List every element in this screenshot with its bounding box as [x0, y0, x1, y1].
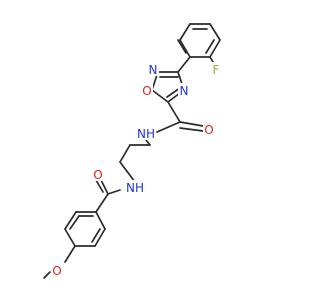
methoxy-oxygen-label: O	[52, 264, 61, 278]
oxadiazole-n4-label: N	[180, 84, 189, 98]
amide2-nh-atom: NH	[126, 180, 144, 195]
bond	[166, 87, 181, 98]
bond	[179, 23, 191, 41]
methoxy-oxygen-atom: O	[51, 263, 63, 278]
bond	[43, 271, 51, 279]
bond	[177, 56, 191, 73]
bond	[177, 39, 187, 54]
bond	[94, 228, 106, 247]
oxadiazole-n2-label: N	[149, 63, 158, 77]
amide1-oxygen-label: O	[204, 123, 213, 137]
bond	[91, 228, 101, 243]
fluorine-label: F	[213, 63, 220, 77]
amide1-oxygen-atom: O	[203, 122, 215, 137]
molecule-structure-diagram: F N O N O NH NH O	[43, 23, 222, 279]
atom-labels: F N O N O NH NH O	[51, 62, 222, 278]
bond	[156, 121, 181, 133]
amide2-oxygen-label: O	[93, 168, 102, 182]
bond	[209, 39, 221, 58]
fluorine-atom: F	[210, 62, 222, 77]
amide1-nh-atom: NH	[137, 126, 155, 141]
amide1-nh-label: NH	[137, 127, 155, 141]
oxadiazole-o1-label: O	[142, 84, 151, 98]
oxadiazole-o1-atom: O	[141, 83, 153, 98]
bond	[119, 161, 136, 183]
bond	[107, 189, 121, 195]
bond	[69, 215, 80, 230]
oxadiazole-n2-atom: N	[147, 62, 159, 77]
bond	[205, 39, 215, 54]
bond	[64, 245, 76, 263]
amide2-oxygen-atom: O	[92, 167, 104, 182]
bond	[151, 89, 169, 103]
amide2-nh-label: NH	[126, 181, 144, 195]
bond	[167, 101, 181, 123]
oxadiazole-n4-atom: N	[178, 83, 190, 98]
bond	[179, 39, 191, 58]
bond	[179, 127, 204, 132]
bond	[95, 193, 109, 213]
bonds	[43, 23, 221, 279]
bond	[209, 23, 221, 41]
bond	[64, 228, 76, 247]
bond	[119, 144, 131, 163]
bond	[179, 121, 204, 127]
bond	[64, 211, 77, 230]
bond	[95, 211, 106, 230]
